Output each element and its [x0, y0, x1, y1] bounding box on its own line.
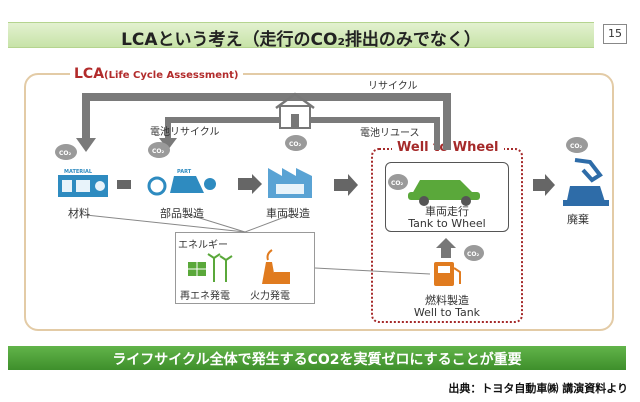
- flow-arrow: [334, 174, 358, 196]
- power-plant-icon: [262, 249, 290, 284]
- co2-label: CO₂: [59, 150, 72, 157]
- page-number: 15: [603, 24, 627, 44]
- energy-connectors: [85, 214, 431, 275]
- co2-cloud-icon: [148, 142, 170, 158]
- flow-arrow: [238, 174, 262, 194]
- car-icon: [408, 180, 480, 206]
- co2-cloud-icon: [388, 174, 408, 190]
- lca-frame: [24, 73, 614, 331]
- battery-reuse-label: 電池リユース: [360, 128, 420, 139]
- fuel-label: 燃料製造: [425, 294, 469, 307]
- title-bar: LCAという考え（走行のCO₂排出のみでなく）: [8, 22, 594, 50]
- thermal-label: 火力発電: [250, 291, 290, 302]
- disposal-icon: [563, 158, 609, 206]
- lca-main: LCA: [74, 66, 105, 82]
- stage-vehicle: 車両製造: [266, 207, 310, 220]
- flow-arrow: [117, 180, 131, 189]
- parts-icon: PART: [147, 169, 216, 196]
- recycle-label: リサイクル: [368, 81, 418, 92]
- lca-label: LCA(Life Cycle Assessment): [70, 66, 243, 82]
- driving-label: 車両走行: [425, 205, 469, 218]
- co2-label: CO₂: [467, 251, 480, 258]
- source-citation: 出典：トヨタ自動車㈱ 講演資料より: [448, 382, 628, 395]
- co2-cloud-icon: [285, 135, 307, 151]
- co2-cloud-icon: [55, 144, 77, 160]
- flow-arrow: [533, 174, 555, 196]
- lca-sub: (Life Cycle Assessment): [104, 70, 239, 81]
- bottom-message: ライフサイクル全体で発生するCO2を実質ゼロにすることが重要: [112, 352, 522, 368]
- battery-recycle-label: 電池リサイクル: [150, 127, 220, 138]
- stage-parts: 部品製造: [160, 207, 204, 220]
- house-icon: [275, 92, 315, 129]
- well-to-tank-label: Well to Tank: [413, 306, 481, 319]
- bottom-message-bar: ライフサイクル全体で発生するCO2を実質ゼロにすることが重要: [8, 346, 626, 370]
- recycle-loop-arrow: [76, 93, 451, 152]
- material-icon-label: MATERIAL: [64, 169, 93, 175]
- stage-material: 材料: [68, 207, 90, 220]
- fuel-pump-icon: [434, 262, 461, 286]
- solar-wind-icon: [188, 253, 233, 282]
- flow-arrow-up: [436, 238, 456, 258]
- co2-label: CO₂: [391, 180, 404, 187]
- renewable-label: 再エネ発電: [180, 291, 230, 302]
- co2-label: CO₂: [570, 143, 583, 150]
- energy-title: エネルギー: [178, 240, 228, 251]
- co2-cloud-icon: [464, 245, 484, 261]
- co2-label: CO₂: [289, 141, 302, 148]
- stage-disposal: 廃棄: [567, 213, 589, 226]
- co2-label: CO₂: [152, 148, 165, 155]
- parts-icon-label: PART: [177, 169, 192, 175]
- material-icon: MATERIAL: [58, 169, 108, 197]
- page-title: LCAという考え（走行のCO₂排出のみでなく）: [121, 30, 481, 50]
- factory-icon: [268, 168, 312, 198]
- co2-cloud-icon: [566, 137, 588, 153]
- tank-to-wheel-label: Tank to Wheel: [408, 217, 486, 230]
